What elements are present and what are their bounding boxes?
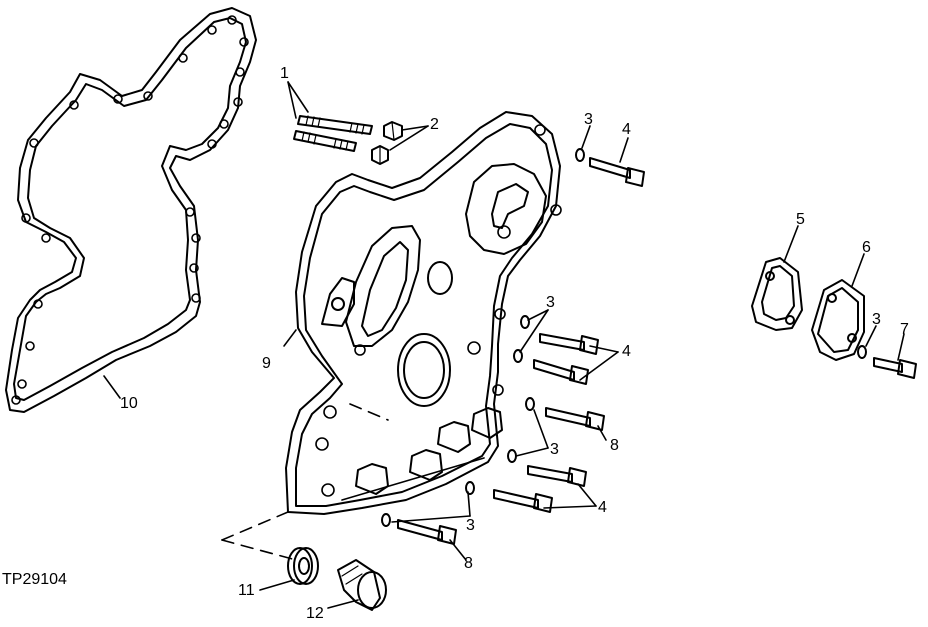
- callout-2: 2: [430, 116, 439, 133]
- bolt-part-4-a: [589, 157, 645, 187]
- leader-lines: [103, 81, 905, 609]
- seal-part-11: [287, 547, 319, 585]
- callout-11: 11: [238, 582, 255, 599]
- callout-4-b: 4: [622, 343, 631, 360]
- callout-4-c: 4: [598, 499, 607, 516]
- alignment-lines: [221, 403, 389, 561]
- callout-3-d: 3: [550, 441, 559, 458]
- figure-id: TP29104: [2, 571, 67, 588]
- gasket-part-10: [5, 7, 257, 413]
- callout-3-a: 3: [584, 111, 593, 128]
- timing-cover-part-9: [285, 111, 562, 515]
- callout-8-a: 8: [610, 437, 619, 454]
- callout-6: 6: [862, 239, 871, 256]
- callout-4-a: 4: [622, 121, 631, 138]
- callout-10: 10: [120, 395, 138, 412]
- callout-3-c: 3: [546, 294, 555, 311]
- bolt-part-7: [873, 357, 917, 379]
- callout-5: 5: [796, 211, 805, 228]
- bolts-part-4-b: [533, 333, 599, 385]
- studs-part-1: [293, 115, 373, 152]
- callout-1: 1: [280, 65, 289, 82]
- cover-plate-part-6: [811, 279, 865, 361]
- washer-part-3-b: [857, 345, 867, 359]
- callout-3-e: 3: [466, 517, 475, 534]
- washers-part-3-c: [513, 315, 530, 363]
- callout-3-b: 3: [872, 311, 881, 328]
- callout-9: 9: [262, 355, 271, 372]
- callout-12: 12: [306, 605, 324, 622]
- callout-8-b: 8: [464, 555, 473, 572]
- bolts-part-4-c: [493, 465, 587, 513]
- plug-part-12: [337, 559, 387, 611]
- washers-part-3-e: [381, 481, 475, 527]
- bolt-part-8-b: [397, 519, 457, 545]
- washer-part-3-a: [575, 148, 585, 162]
- callout-7: 7: [900, 321, 909, 338]
- bolt-part-8-a: [545, 407, 605, 431]
- gasket-part-5: [751, 257, 803, 331]
- nuts-part-2: [371, 121, 403, 165]
